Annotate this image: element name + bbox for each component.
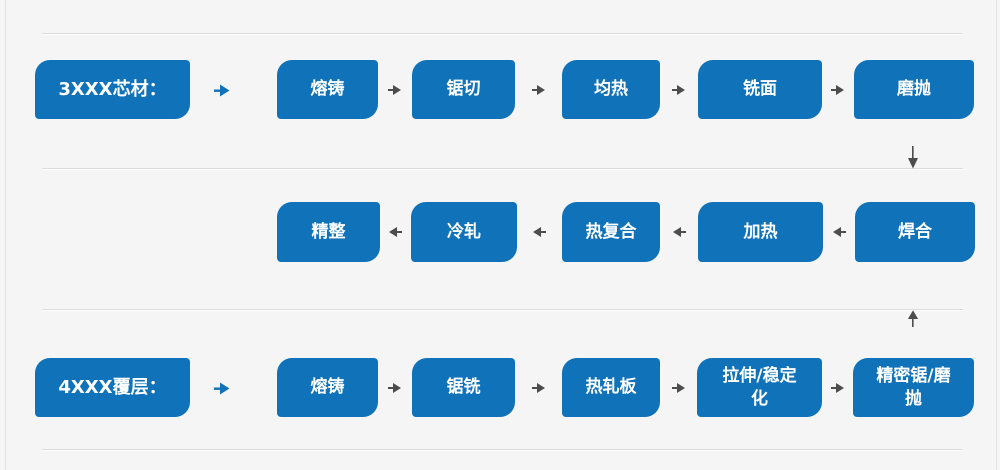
- arrow-right-icon: [214, 382, 230, 395]
- flow-step: 均热: [562, 60, 660, 119]
- flow-step: 锯切: [412, 60, 515, 119]
- flow-step: 精整: [277, 202, 380, 262]
- row-divider-top: [42, 33, 963, 34]
- row-divider-1: [42, 168, 963, 169]
- arrow-left-icon: [672, 226, 686, 238]
- arrow-right-icon: [831, 382, 845, 394]
- arrow-right-icon: [532, 382, 546, 394]
- flow-label-4xxx-clad: 4XXX覆层：: [35, 358, 190, 417]
- arrow-right-icon: [532, 84, 546, 96]
- flow-step: 精密锯/磨 抛: [853, 358, 974, 417]
- row-divider-2: [42, 309, 963, 310]
- arrow-left-icon: [532, 226, 546, 238]
- arrow-right-icon: [672, 382, 686, 394]
- flow-step: 铣面: [698, 60, 822, 119]
- flow-step: 热轧板: [562, 358, 660, 417]
- arrow-left-icon: [832, 226, 846, 238]
- flow-step: 热复合: [562, 202, 660, 262]
- row-divider-bottom: [42, 449, 963, 450]
- flow-step: 磨抛: [854, 60, 974, 119]
- flow-label-3xxx-core: 3XXX芯材：: [35, 60, 190, 119]
- flow-step: 熔铸: [277, 358, 378, 417]
- arrow-right-icon: [388, 84, 402, 96]
- flow-step: 拉伸/稳定 化: [697, 358, 822, 417]
- right-border-line: [996, 0, 997, 470]
- arrow-right-icon: [388, 382, 402, 394]
- flow-step: 焊合: [855, 202, 975, 262]
- left-border-line: [5, 0, 6, 470]
- arrow-up-icon: [907, 310, 919, 327]
- arrow-right-icon: [831, 84, 845, 96]
- arrow-right-icon: [672, 84, 686, 96]
- flow-step: 锯铣: [412, 358, 515, 417]
- flow-step: 熔铸: [277, 60, 378, 119]
- flow-step: 冷轧: [411, 202, 517, 262]
- arrow-right-icon: [214, 84, 230, 97]
- flow-step: 加热: [698, 202, 823, 262]
- arrow-left-icon: [388, 226, 402, 238]
- arrow-down-icon: [907, 146, 919, 169]
